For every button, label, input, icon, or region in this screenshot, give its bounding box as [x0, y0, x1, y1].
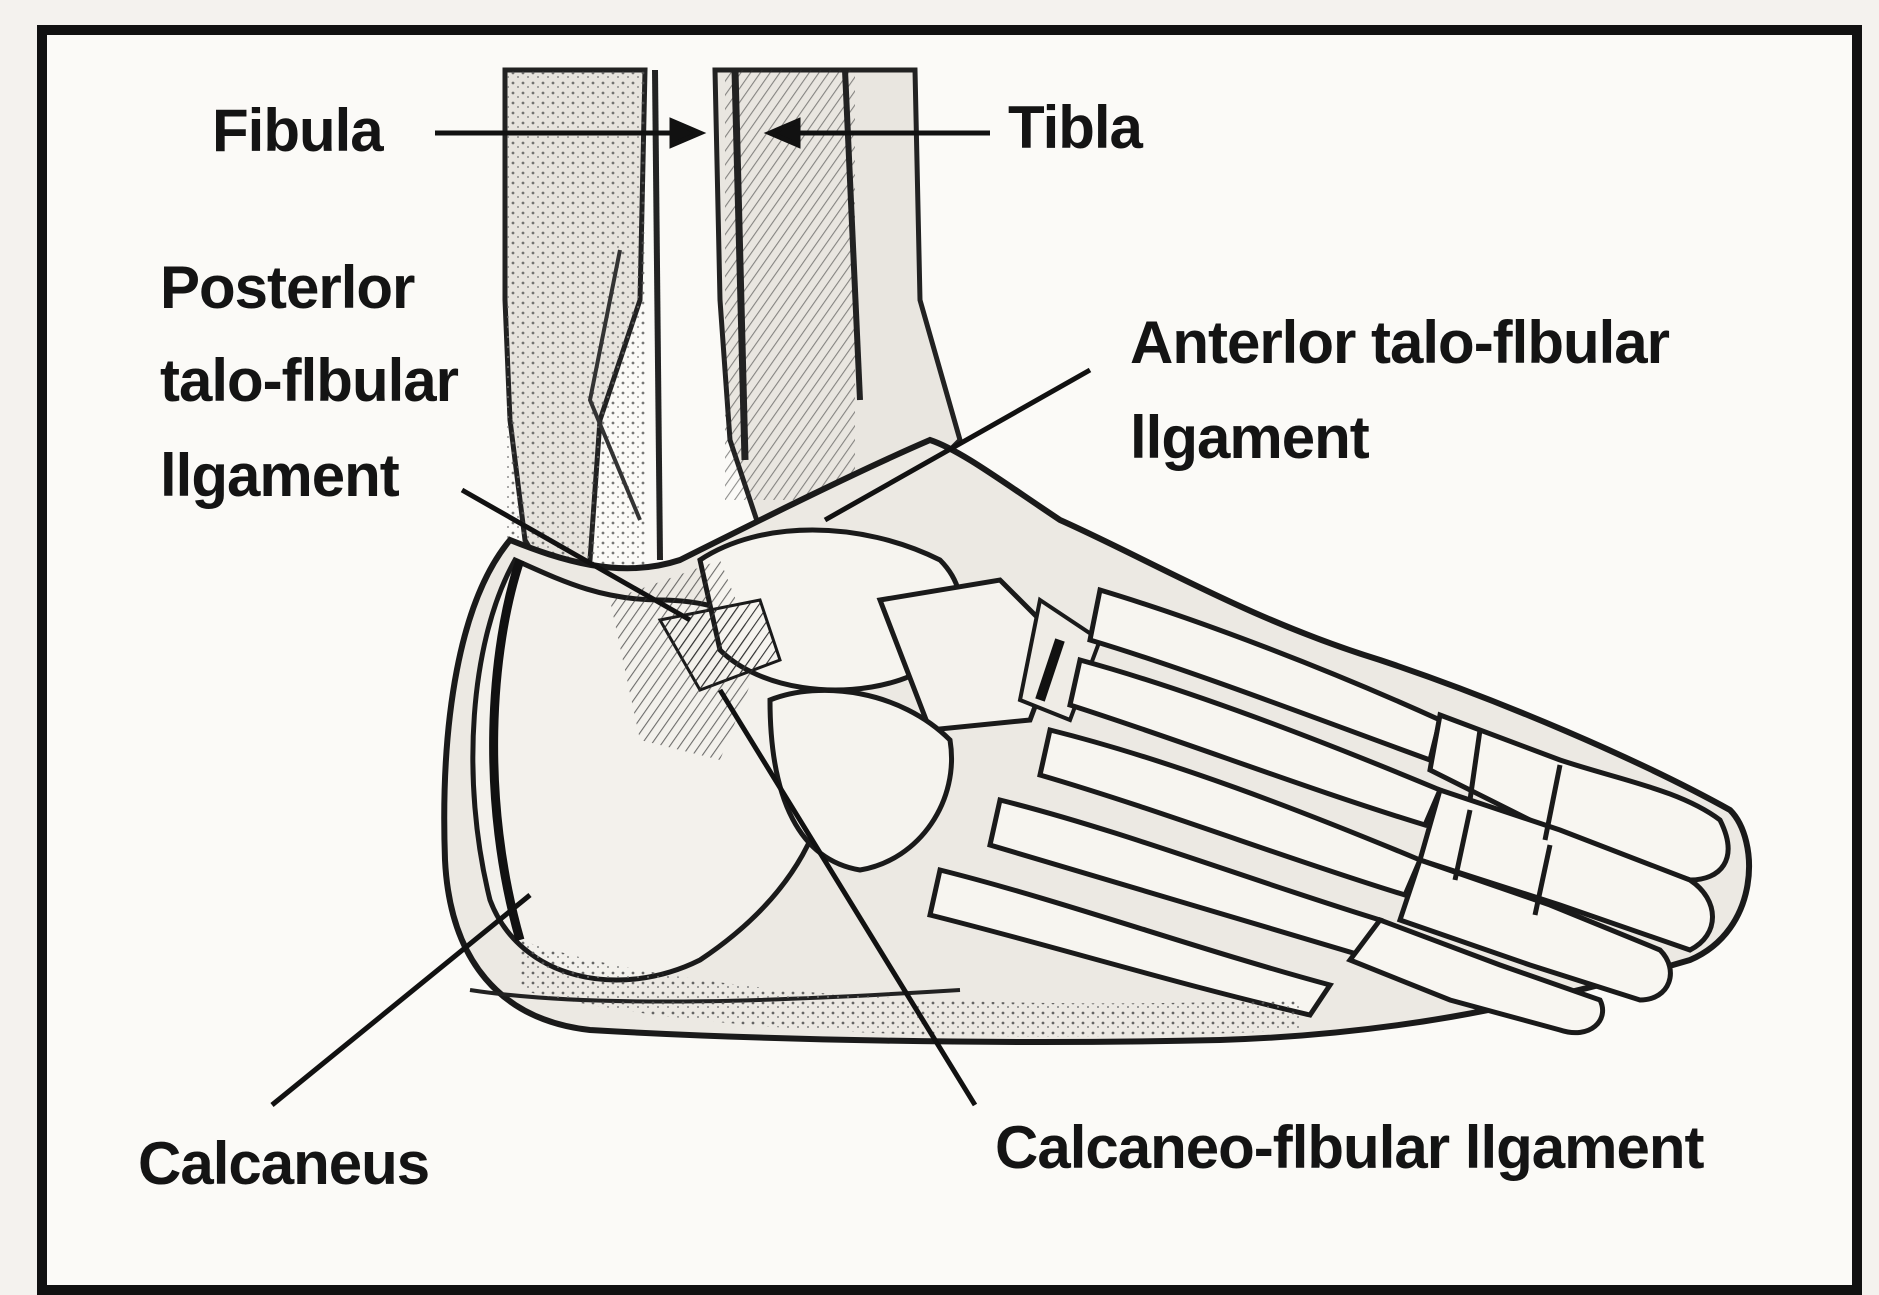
- anterior-ligament-label-line2: llgament: [1130, 402, 1369, 474]
- posterior-ligament-label-line3: llgament: [160, 440, 399, 512]
- posterior-ligament-label-line1: Posterlor: [160, 252, 414, 324]
- posterior-ligament-label-line2: talo-flbular: [160, 345, 458, 417]
- tibia-label: Tibla: [1008, 92, 1142, 164]
- fibula-label: Fibula: [212, 95, 383, 167]
- calcaneus-label: Calcaneus: [138, 1128, 429, 1200]
- fibula-bone: [505, 70, 660, 600]
- calcaneo-fibular-ligament-label: Calcaneo-flbular llgament: [995, 1112, 1703, 1184]
- anterior-ligament-label-line1: Anterlor talo-flbular: [1130, 307, 1669, 379]
